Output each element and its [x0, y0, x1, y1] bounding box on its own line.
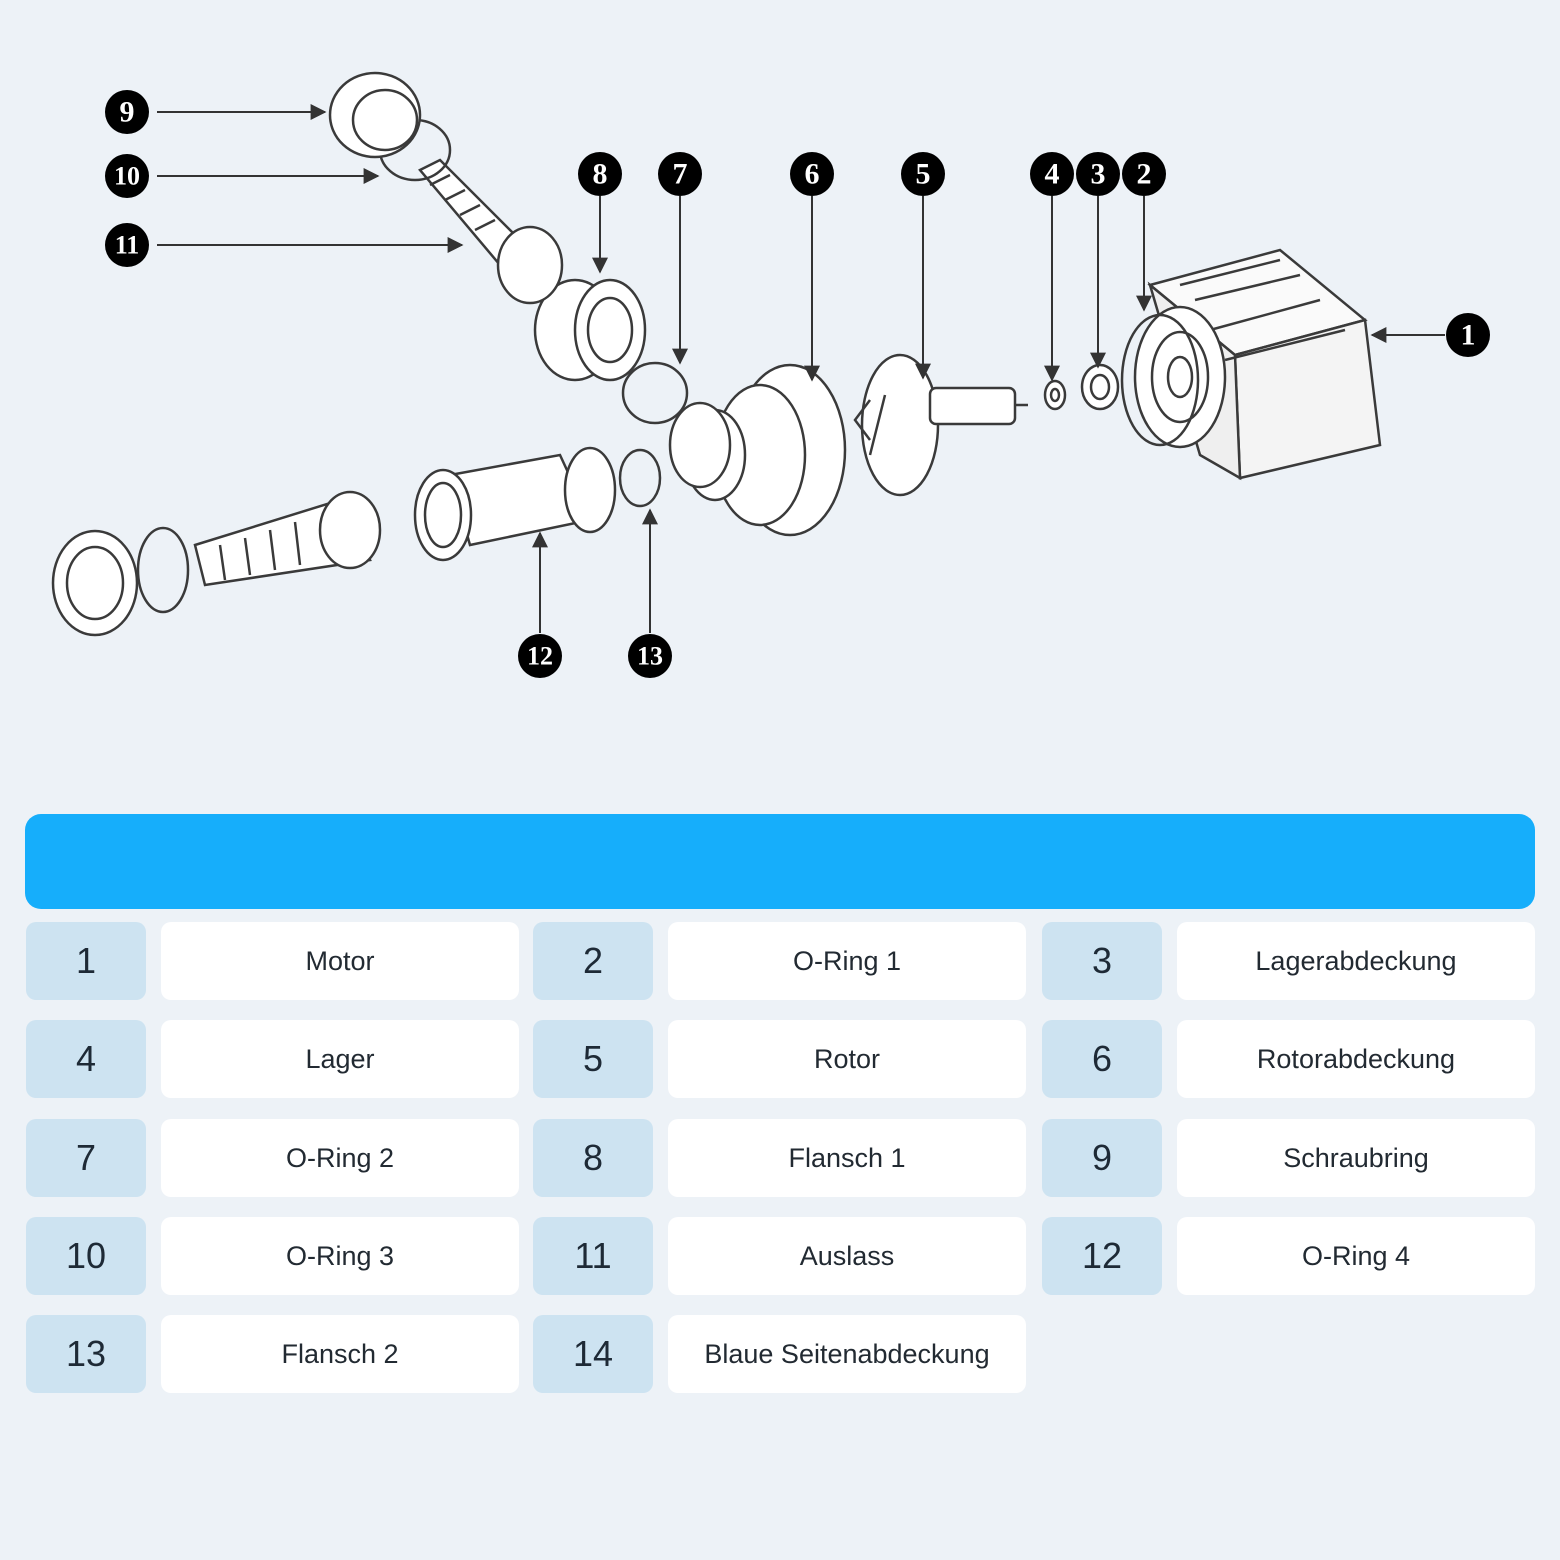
callout-label: 4	[1045, 158, 1060, 191]
callout-label: 12	[527, 642, 553, 671]
rotor-cover-illustration	[668, 363, 847, 537]
lower-screw-ring-illustration	[51, 529, 139, 637]
flange-1-illustration	[533, 278, 647, 382]
part-number: 13	[26, 1315, 146, 1393]
callout-label: 1	[1461, 319, 1476, 352]
part-name: Lagerabdeckung	[1177, 922, 1535, 1000]
part-name: Schraubring	[1177, 1119, 1535, 1197]
part-number: 3	[1042, 922, 1162, 1000]
part-name: Rotorabdeckung	[1177, 1020, 1535, 1098]
callout-label: 11	[115, 231, 140, 260]
part-name: O-Ring 4	[1177, 1217, 1535, 1295]
part-name: Blaue Seitenabdeckung	[668, 1315, 1026, 1393]
part-name: O-Ring 3	[161, 1217, 519, 1295]
callout-4: 4	[1030, 152, 1074, 196]
part-number: 8	[533, 1119, 653, 1197]
part-number: 4	[26, 1020, 146, 1098]
o-ring-1-illustration	[1120, 313, 1200, 447]
header-banner	[25, 814, 1535, 909]
part-name: Rotor	[668, 1020, 1026, 1098]
exploded-pump-diagram: 1 2 3 4 5 6 7 8 9 10 11 12	[51, 71, 1490, 678]
part-name: Motor	[161, 922, 519, 1000]
callout-label: 10	[114, 162, 140, 191]
callout-10: 10	[105, 154, 149, 198]
callout-13: 13	[628, 634, 672, 678]
callout-1: 1	[1446, 313, 1490, 357]
callout-12: 12	[518, 634, 562, 678]
callout-label: 13	[637, 642, 663, 671]
outlet-illustration	[418, 158, 564, 305]
part-number: 7	[26, 1119, 146, 1197]
part-number: 10	[26, 1217, 146, 1295]
part-number: 11	[533, 1217, 653, 1295]
callout-label: 2	[1137, 158, 1152, 191]
lower-o-ring-illustration	[136, 526, 190, 614]
part-number: 14	[533, 1315, 653, 1393]
part-number: 2	[533, 922, 653, 1000]
part-number: 12	[1042, 1217, 1162, 1295]
callout-7: 7	[658, 152, 702, 196]
callout-label: 9	[120, 96, 135, 129]
callout-label: 7	[673, 158, 688, 191]
callout-label: 5	[916, 158, 931, 191]
part-number: 9	[1042, 1119, 1162, 1197]
part-number: 5	[533, 1020, 653, 1098]
callout-6: 6	[790, 152, 834, 196]
callout-3: 3	[1076, 152, 1120, 196]
o-ring-2-illustration	[621, 361, 689, 425]
part-name: Flansch 2	[161, 1315, 519, 1393]
bearing-illustration	[1043, 379, 1067, 411]
part-name: O-Ring 1	[668, 922, 1026, 1000]
lower-outlet-illustration	[193, 490, 382, 587]
part-name: Auslass	[668, 1217, 1026, 1295]
bearing-cover-illustration	[1080, 363, 1120, 411]
callout-8: 8	[578, 152, 622, 196]
rotor-illustration	[853, 353, 1028, 497]
callout-11: 11	[105, 223, 149, 267]
lower-flange-illustration	[413, 446, 617, 562]
part-name: Lager	[161, 1020, 519, 1098]
callout-label: 8	[593, 158, 608, 191]
part-name: Flansch 1	[668, 1119, 1026, 1197]
callout-5: 5	[901, 152, 945, 196]
motor-illustration	[1133, 248, 1382, 481]
callout-label: 3	[1091, 158, 1106, 191]
callout-2: 2	[1122, 152, 1166, 196]
screw-ring-illustration	[328, 71, 422, 159]
callout-9: 9	[105, 90, 149, 134]
part-number: 1	[26, 922, 146, 1000]
part-number: 6	[1042, 1020, 1162, 1098]
callout-label: 6	[805, 158, 820, 191]
o-ring-13-illustration	[618, 448, 662, 508]
part-name: O-Ring 2	[161, 1119, 519, 1197]
